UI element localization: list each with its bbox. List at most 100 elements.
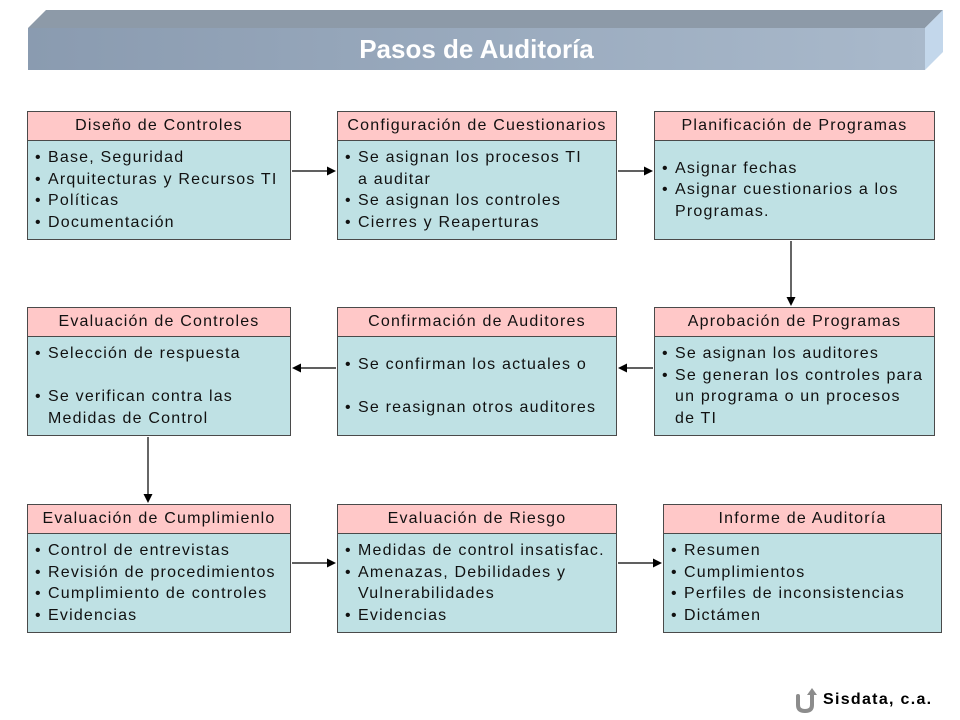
bullet-text: Amenazas, Debilidades y xyxy=(358,563,567,581)
step-diseno-de-controles: Diseño de Controles Base, Seguridad Arqu… xyxy=(27,111,291,240)
arrow-step3-to-step4 xyxy=(786,241,796,306)
bullet-text-continued: Vulnerabilidades xyxy=(358,585,495,602)
bullet-item: Asignar fechas xyxy=(662,158,934,180)
bullet-item: Cumplimiento de controles xyxy=(35,583,290,605)
step-evaluacion-de-cumplimiento: Evaluación de Cumplimienlo Control de en… xyxy=(27,504,291,633)
bullet-list: Selección de respuesta Se verifican cont… xyxy=(35,343,290,429)
arrow-step6-to-step7 xyxy=(143,437,153,503)
step-evaluacion-de-riesgo: Evaluación de Riesgo Medidas de control … xyxy=(337,504,617,633)
arrow-step4-to-step5 xyxy=(618,363,653,373)
step-header: Aprobación de Programas xyxy=(654,307,935,337)
step-body: Se asignan los auditores Se generan los … xyxy=(654,336,935,436)
bullet-text: Se asignan los controles xyxy=(358,192,562,209)
bullet-list: Medidas de control insatisfac. Amenazas,… xyxy=(345,540,616,626)
bullet-item: Revisión de procedimientos xyxy=(35,562,290,584)
bullet-item: Se confirman los actuales o xyxy=(345,354,616,376)
bullet-text: Evidencias xyxy=(48,606,138,624)
bullet-item: Se verifican contra las Medidas de Contr… xyxy=(35,386,290,429)
bullet-text: Cumplimientos xyxy=(684,563,806,581)
bullet-text: Medidas de control insatisfac. xyxy=(358,542,605,559)
bullet-text: Se generan los controles para xyxy=(675,366,924,384)
step-header: Confirmación de Auditores xyxy=(337,307,617,337)
banner-top-face xyxy=(28,10,943,28)
bullet-text: Documentación xyxy=(48,213,175,231)
bullet-item: Resumen xyxy=(671,540,941,562)
step-body: Medidas de control insatisfac. Amenazas,… xyxy=(337,533,617,633)
bullet-list: Control de entrevistas Revisión de proce… xyxy=(35,540,290,626)
bullet-text: Evidencias xyxy=(358,606,448,624)
arrow-step1-to-step2 xyxy=(292,166,336,176)
banner-side-face xyxy=(925,10,943,70)
bullet-item: Selección de respuesta xyxy=(35,343,290,365)
bullet-list: Asignar fechas Asignar cuestionarios a l… xyxy=(662,158,934,223)
bullet-item: Documentación xyxy=(35,212,290,234)
footer: Sisdata, c.a. xyxy=(793,686,932,714)
step-aprobacion-de-programas: Aprobación de Programas Se asignan los a… xyxy=(654,307,935,436)
bullet-text: Políticas xyxy=(48,192,120,209)
bullet-list: Se confirman los actuales o Se reasignan… xyxy=(345,354,616,419)
bullet-text: Se asignan los auditores xyxy=(675,345,880,362)
step-body: Asignar fechas Asignar cuestionarios a l… xyxy=(654,140,935,240)
bullet-item: Cumplimientos xyxy=(671,562,941,584)
bullet-item: Medidas de control insatisfac. xyxy=(345,540,616,562)
bullet-text: Se confirman los actuales o xyxy=(358,355,587,373)
bullet-text: Dictámen xyxy=(684,606,762,624)
bullet-list: Base, Seguridad Arquitecturas y Recursos… xyxy=(35,147,290,233)
page-title: Pasos de Auditoría xyxy=(359,34,594,64)
step-header: Informe de Auditoría xyxy=(663,504,942,534)
bullet-text: Se reasignan otros auditores xyxy=(358,398,597,416)
arrow-step5-to-step6 xyxy=(292,363,336,373)
bullet-text: Se asignan los procesos TI xyxy=(358,149,582,166)
bullet-item: Se asignan los auditores xyxy=(662,343,934,365)
step-confirmacion-de-auditores: Confirmación de Auditores Se confirman l… xyxy=(337,307,617,436)
bullet-list: Resumen Cumplimientos Perfiles de incons… xyxy=(671,540,941,626)
step-informe-de-auditoria: Informe de Auditoría Resumen Cumplimient… xyxy=(663,504,942,633)
step-body: Control de entrevistas Revisión de proce… xyxy=(27,533,291,633)
bullet-item: Dictámen xyxy=(671,605,941,627)
step-body: Se confirman los actuales o Se reasignan… xyxy=(337,336,617,436)
arrow-step7-to-step8 xyxy=(292,558,336,568)
bullet-text-continued: a auditar xyxy=(358,170,432,188)
bullet-text: Asignar fechas xyxy=(675,159,798,177)
step-header: Evaluación de Controles xyxy=(27,307,291,337)
bullet-text-continued: Medidas de Control xyxy=(48,409,209,427)
arrow-step8-to-step9 xyxy=(618,558,662,568)
step-body: Se asignan los procesos TI a auditar Se … xyxy=(337,140,617,240)
bullet-item: Políticas xyxy=(35,190,290,212)
step-header: Evaluación de Riesgo xyxy=(337,504,617,534)
bullet-text-continued: Programas. xyxy=(675,202,770,220)
bullet-text: Arquitecturas y Recursos TI xyxy=(48,170,278,188)
bullet-text: Se verifican contra las xyxy=(48,388,234,405)
bullet-list: Se asignan los procesos TI a auditar Se … xyxy=(345,147,616,233)
bullet-text-continued: de TI xyxy=(675,409,718,427)
bullet-item: Asignar cuestionarios a los Programas. xyxy=(662,179,934,222)
step-evaluacion-de-controles: Evaluación de Controles Selección de res… xyxy=(27,307,291,436)
step-header: Diseño de Controles xyxy=(27,111,291,141)
bullet-text: Cierres y Reaperturas xyxy=(358,213,540,231)
bullet-text: Selección de respuesta xyxy=(48,345,241,362)
bullet-list: Se asignan los auditores Se generan los … xyxy=(662,343,934,429)
step-body: Selección de respuesta Se verifican cont… xyxy=(27,336,291,436)
bullet-item: Arquitecturas y Recursos TI xyxy=(35,169,290,191)
step-header: Configuración de Cuestionarios xyxy=(337,111,617,141)
bullet-item: Se generan los controles para un program… xyxy=(662,365,934,430)
arrow-step2-to-step3 xyxy=(618,166,653,176)
bullet-text: Resumen xyxy=(684,542,761,559)
bullet-item: Amenazas, Debilidades y Vulnerabilidades xyxy=(345,562,616,605)
bullet-item: Se asignan los procesos TI a auditar xyxy=(345,147,616,190)
banner-front-face xyxy=(28,28,925,70)
bullet-item: Se reasignan otros auditores xyxy=(345,397,616,419)
banner-shape xyxy=(28,10,943,70)
bullet-item: Evidencias xyxy=(345,605,616,627)
step-planificacion-de-programas: Planificación de Programas Asignar fecha… xyxy=(654,111,935,240)
bullet-text: Control de entrevistas xyxy=(48,542,231,559)
bullet-text-continued: un programa o un procesos xyxy=(675,388,901,405)
brand-name: Sisdata, c.a. xyxy=(823,691,933,708)
bullet-text: Cumplimiento de controles xyxy=(48,585,268,602)
bullet-item: Cierres y Reaperturas xyxy=(345,212,616,234)
step-body: Resumen Cumplimientos Perfiles de incons… xyxy=(663,533,942,633)
bullet-item: Evidencias xyxy=(35,605,290,627)
bullet-text: Base, Seguridad xyxy=(48,149,185,166)
step-header: Evaluación de Cumplimienlo xyxy=(27,504,291,534)
